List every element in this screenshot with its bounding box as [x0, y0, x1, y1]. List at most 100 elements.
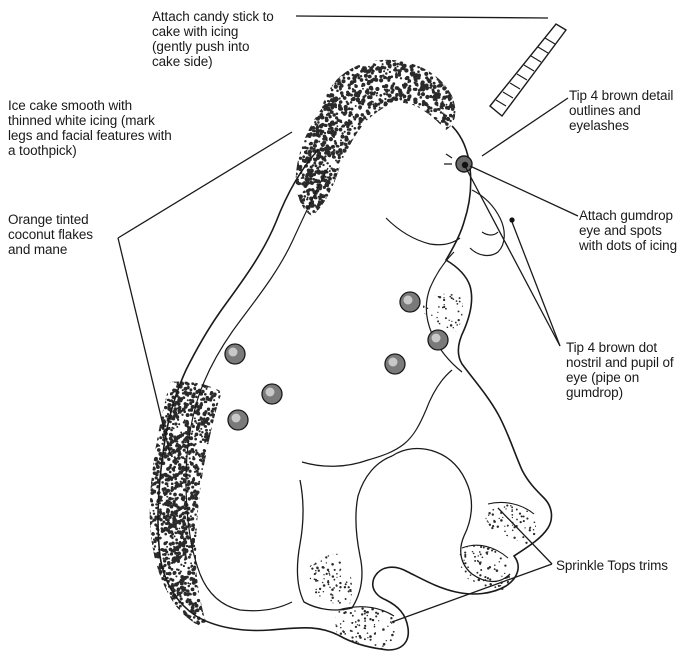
texture-dot — [436, 200, 439, 203]
texture-dot — [334, 183, 337, 186]
texture-dot — [157, 480, 159, 482]
texture-dot — [397, 610, 399, 612]
texture-dot — [335, 207, 339, 211]
texture-dot — [429, 217, 431, 219]
texture-dot — [203, 516, 206, 519]
texture-dot — [222, 530, 226, 534]
texture-dot — [216, 565, 218, 567]
texture-dot — [198, 550, 201, 553]
texture-dot — [328, 74, 331, 77]
texture-dot — [431, 217, 434, 220]
texture-dot — [317, 218, 319, 220]
texture-dot — [410, 180, 412, 182]
texture-dot — [330, 63, 333, 66]
texture-dot — [220, 432, 224, 436]
texture-dot — [438, 74, 442, 78]
texture-dot — [405, 77, 408, 80]
texture-dot — [198, 559, 202, 563]
texture-dot — [202, 530, 205, 533]
texture-dot — [167, 458, 170, 461]
texture-dot — [185, 441, 187, 443]
texture-dot — [354, 93, 358, 97]
texture-dot — [295, 102, 299, 106]
texture-dot — [456, 57, 458, 59]
texture-dot — [154, 575, 156, 577]
texture-dot — [443, 205, 447, 209]
texture-dot — [216, 574, 219, 577]
texture-dot — [359, 136, 363, 140]
texture-dot — [209, 615, 211, 617]
texture-dot — [175, 620, 178, 623]
texture-dot — [381, 163, 384, 166]
texture-dot — [314, 114, 316, 116]
texture-dot — [488, 512, 490, 514]
texture-dot — [418, 59, 421, 62]
texture-dot — [401, 184, 405, 188]
texture-dot — [215, 458, 218, 461]
texture-dot — [372, 126, 376, 130]
texture-dot — [153, 510, 155, 512]
texture-dot — [328, 57, 332, 61]
texture-dot — [386, 209, 390, 213]
texture-dot — [392, 166, 394, 168]
texture-dot — [374, 91, 376, 93]
texture-dot — [446, 134, 449, 137]
texture-dot — [346, 174, 350, 178]
texture-dot — [439, 163, 443, 167]
texture-dot — [437, 130, 439, 132]
texture-dot — [210, 419, 214, 423]
texture-dot — [330, 209, 332, 211]
texture-dot — [535, 525, 537, 527]
texture-dot — [344, 190, 347, 193]
texture-dot — [441, 68, 445, 72]
texture-dot — [360, 189, 364, 193]
texture-dot — [344, 135, 348, 139]
texture-dot — [185, 620, 187, 622]
texture-dot — [376, 203, 380, 207]
texture-dot — [389, 111, 392, 114]
texture-dot — [407, 90, 409, 92]
texture-dot — [148, 567, 151, 570]
texture-dot — [157, 601, 161, 605]
texture-dot — [195, 622, 199, 626]
texture-dot — [452, 101, 455, 104]
texture-dot — [343, 70, 347, 74]
texture-dot — [344, 170, 347, 173]
texture-dot — [416, 133, 418, 135]
texture-dot — [402, 212, 406, 216]
texture-dot — [349, 192, 353, 196]
texture-dot — [450, 72, 453, 75]
texture-dot — [148, 469, 151, 472]
texture-dot — [342, 192, 345, 195]
texture-dot — [152, 591, 156, 595]
texture-dot — [177, 618, 180, 621]
texture-dot — [313, 109, 316, 112]
texture-dot — [206, 607, 210, 611]
texture-dot — [180, 513, 182, 515]
texture-dot — [365, 59, 368, 62]
texture-dot — [492, 525, 494, 527]
texture-dot — [383, 155, 386, 158]
texture-dot — [219, 562, 222, 565]
texture-dot — [198, 590, 200, 592]
texture-dot — [538, 546, 541, 549]
texture-dot — [224, 523, 226, 525]
texture-dot — [300, 106, 303, 109]
texture-dot — [397, 143, 400, 146]
texture-dot — [381, 170, 385, 174]
texture-dot — [210, 597, 212, 599]
texture-dot — [332, 613, 334, 615]
texture-dot — [216, 583, 218, 585]
texture-dot — [293, 171, 295, 173]
texture-dot — [297, 109, 301, 113]
texture-dot — [456, 184, 460, 188]
texture-dot — [417, 206, 420, 209]
texture-dot — [428, 180, 431, 183]
texture-dot — [216, 549, 219, 552]
texture-dot — [315, 79, 318, 82]
texture-dot — [366, 118, 368, 120]
texture-dot — [224, 383, 228, 387]
texture-dot — [396, 201, 400, 205]
texture-dot — [406, 192, 409, 195]
texture-dot — [150, 593, 153, 596]
